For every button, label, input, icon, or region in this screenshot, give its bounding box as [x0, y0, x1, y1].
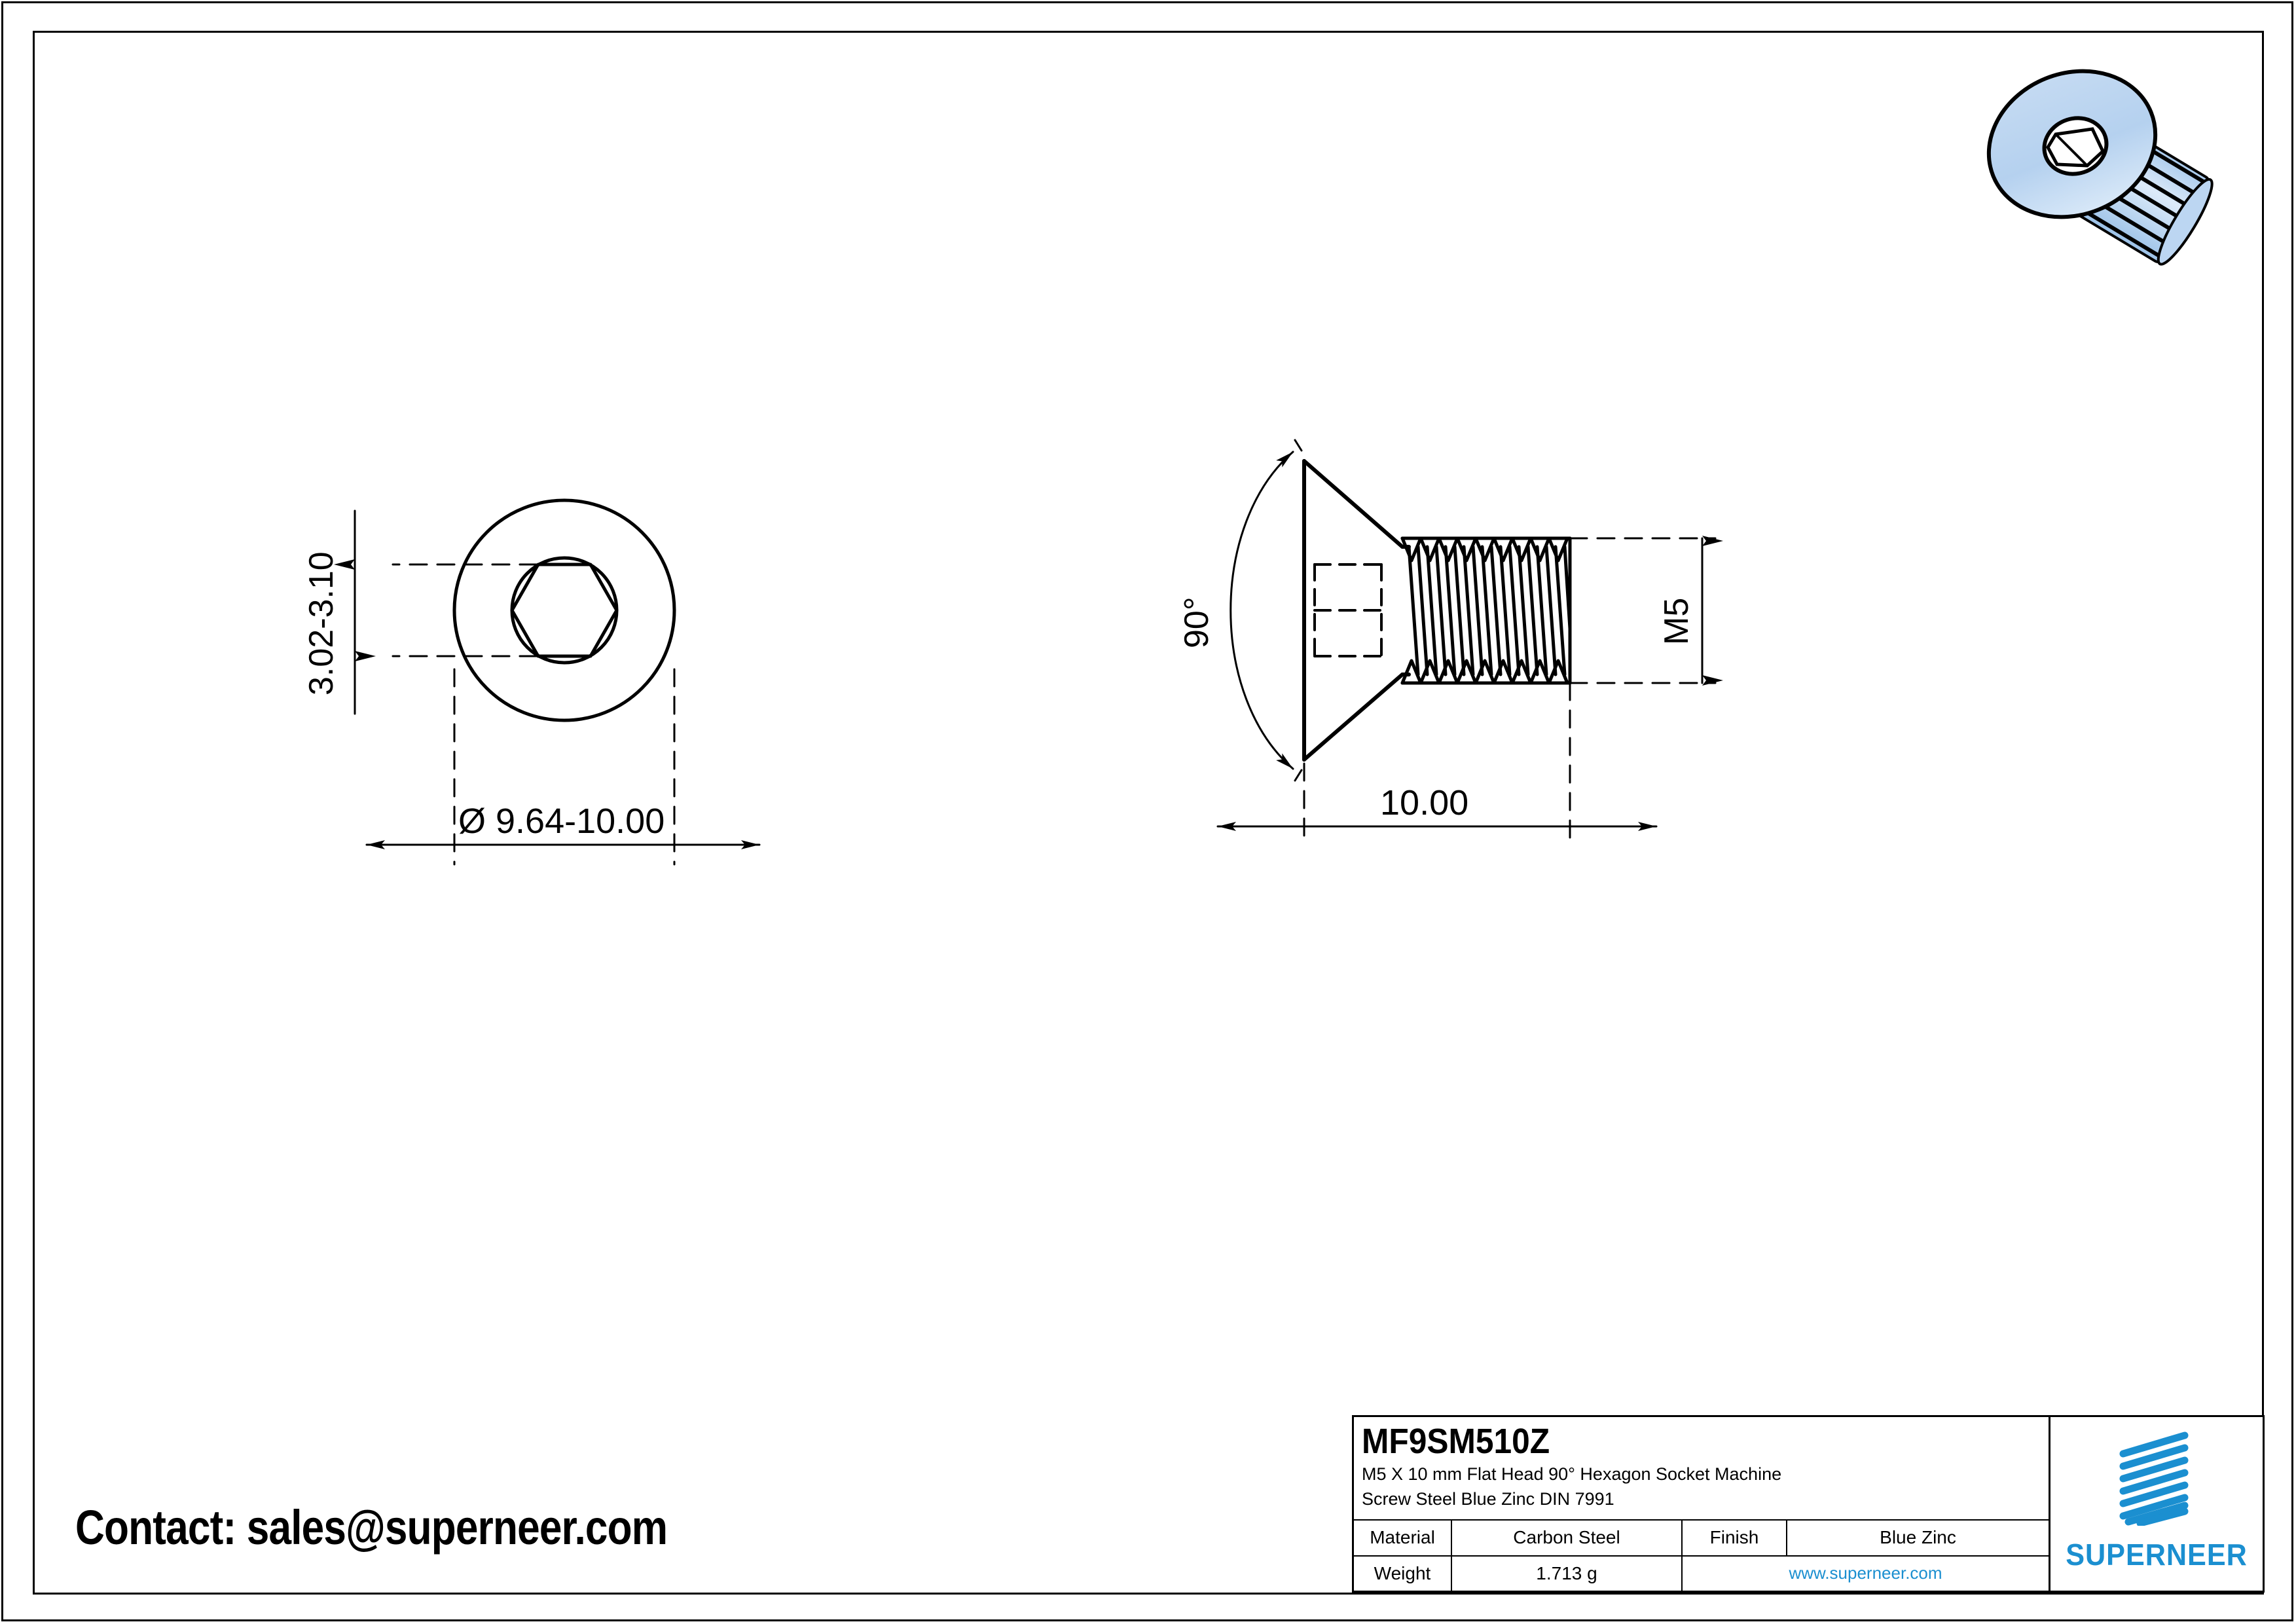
spec-table: Material Carbon Steel Finish Blue Zinc W…	[1354, 1521, 2049, 1591]
title-block-header: MF9SM510Z M5 X 10 mm Flat Head 90° Hexag…	[1354, 1417, 2049, 1521]
contact-text: Contact: sales@superneer.com	[75, 1500, 668, 1555]
sheet-inner-border	[33, 31, 2264, 1595]
weight-value: 1.713 g	[1452, 1556, 1683, 1591]
superneer-logo-icon	[2119, 1431, 2189, 1526]
material-label: Material	[1354, 1521, 1452, 1555]
description-line-1: M5 X 10 mm Flat Head 90° Hexagon Socket …	[1362, 1464, 1782, 1484]
description-line-2: Screw Steel Blue Zinc DIN 7991	[1362, 1489, 1614, 1509]
table-row: Material Carbon Steel Finish Blue Zinc	[1354, 1521, 2049, 1557]
head-3d	[1986, 69, 2158, 219]
title-block-info: MF9SM510Z M5 X 10 mm Flat Head 90° Hexag…	[1354, 1417, 2050, 1591]
finish-label: Finish	[1683, 1521, 1787, 1555]
table-row: Weight 1.713 g www.superneer.com	[1354, 1556, 2049, 1591]
brand-wordmark: SUPERNEER	[2066, 1538, 2248, 1572]
screw-3d-render	[1986, 69, 2214, 266]
title-block: MF9SM510Z M5 X 10 mm Flat Head 90° Hexag…	[1352, 1415, 2265, 1593]
website-link[interactable]: www.superneer.com	[1789, 1563, 1942, 1583]
weight-label: Weight	[1354, 1556, 1452, 1591]
part-number: MF9SM510Z	[1362, 1422, 1550, 1461]
material-value: Carbon Steel	[1452, 1521, 1683, 1555]
brand-panel: SUPERNEER	[2050, 1417, 2263, 1591]
finish-value: Blue Zinc	[1880, 1527, 1956, 1548]
